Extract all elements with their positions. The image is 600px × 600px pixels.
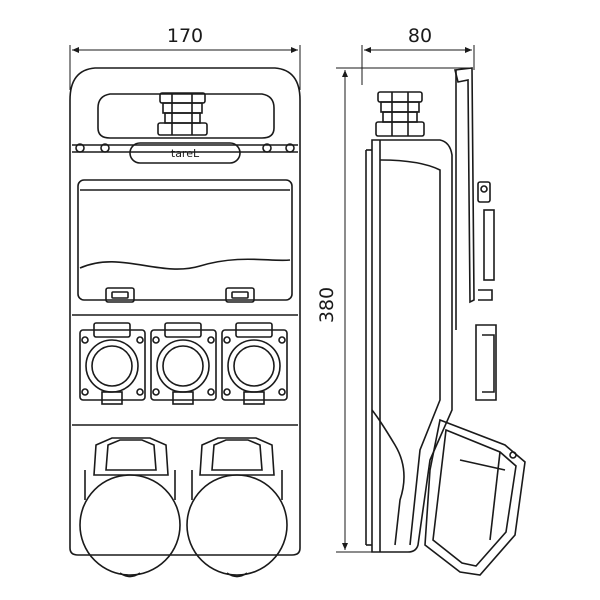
screw-icon [75,143,85,153]
cable-gland-side [375,91,425,137]
screw-icon [262,143,272,153]
window-wave-line [79,258,291,270]
dimension-height-label: 380 [316,287,338,323]
latch-clip-left [105,287,135,303]
dimension-width [69,45,301,90]
latch-clip-right [225,287,255,303]
cable-gland-front [157,92,208,136]
small-socket-3 [221,322,288,405]
angled-socket-side [424,418,526,576]
dimension-depth-label: 80 [408,25,432,47]
dimension-depth [361,45,475,85]
large-socket-left [79,437,181,578]
carry-handle [97,93,275,139]
small-socket-2 [150,322,217,405]
screw-icon [100,143,110,153]
screw-icon [285,143,295,153]
dimension-width-label: 170 [167,25,203,47]
mounting-plate [454,67,475,304]
side-view [365,67,526,576]
brand-logo: tareL [171,147,200,160]
front-outer-body [69,67,301,556]
large-socket-right [186,437,288,578]
brand-plate [129,142,241,164]
side-body [371,139,453,553]
front-view [69,67,301,578]
breaker-window [77,179,293,301]
small-socket-1 [79,322,146,405]
